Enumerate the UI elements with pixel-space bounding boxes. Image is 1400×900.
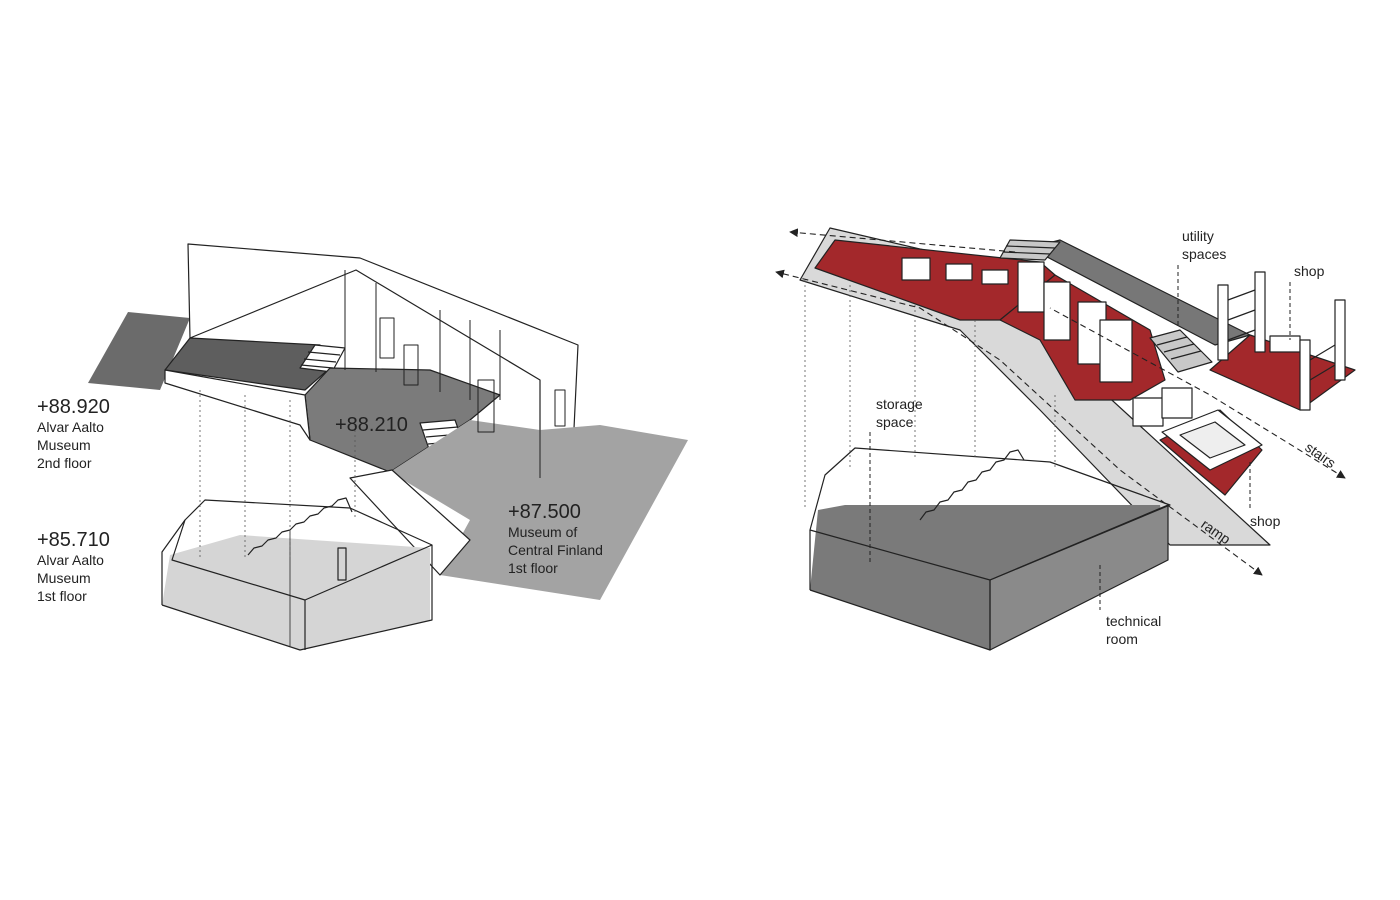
arrow-upper-flow (789, 228, 1016, 253)
level-label-basement: +85.710 Alvar Aalto Museum 1st floor (37, 529, 110, 605)
basement-floor (162, 535, 430, 650)
basement-volume (161, 497, 433, 651)
label-line: technical (1106, 613, 1162, 629)
label-utility-spaces: utility spaces (1182, 227, 1226, 263)
label-technical-room: technical room (1106, 612, 1161, 648)
arrow-ramp-flow (775, 269, 1263, 576)
level-label-middle: +88.210 (335, 414, 408, 436)
level-name-line: Central Finland (508, 542, 603, 558)
left-axonometric-drawing (88, 243, 688, 651)
label-shop-bottom: shop (1250, 512, 1280, 530)
level-name-line: Museum (37, 570, 91, 586)
label-line: space (876, 414, 914, 430)
label-shop-top: shop (1294, 262, 1324, 280)
level-label-museum-central-finland: +87.500 Museum of Central Finland 1st fl… (508, 501, 603, 577)
interior-wall-lines (344, 270, 566, 478)
level-name-line: 1st floor (37, 588, 87, 604)
ramp-lower (349, 469, 471, 576)
ramp-upper (164, 369, 311, 441)
level-name-line: 2nd floor (37, 455, 92, 471)
projection-lines (199, 390, 356, 560)
elevation-basement: +85.710 (37, 529, 110, 551)
label-line: spaces (1182, 246, 1227, 262)
arrow-stairs-flow (1049, 307, 1346, 479)
elevation-middle: +88.210 (335, 414, 408, 436)
label-line: shop (1250, 513, 1281, 529)
level-name-line: Museum of (508, 524, 578, 540)
label-line: shop (1294, 263, 1325, 279)
level-name-line: Alvar Aalto (37, 419, 104, 435)
label-line: room (1106, 631, 1138, 647)
flow-arrows (775, 228, 1346, 576)
label-storage-space: storage space (876, 395, 923, 431)
level-name-line: Museum (37, 437, 91, 453)
elevation-central: +87.500 (508, 501, 581, 523)
label-line: storage (876, 396, 923, 412)
label-line: utility (1182, 228, 1214, 244)
basement-stair (247, 497, 353, 556)
level-label-upper: +88.920 Alvar Aalto Museum 2nd floor (37, 396, 110, 472)
level-name-line: Alvar Aalto (37, 552, 104, 568)
elevation-upper: +88.920 (37, 396, 110, 418)
right-axonometric-drawing (775, 227, 1356, 651)
level-name-line: 1st floor (508, 560, 558, 576)
upper-landing-dark-plane (164, 337, 331, 391)
stairs-top (999, 239, 1061, 261)
lower-plaza-grey-plane (390, 420, 688, 600)
upper-steps (299, 344, 346, 373)
